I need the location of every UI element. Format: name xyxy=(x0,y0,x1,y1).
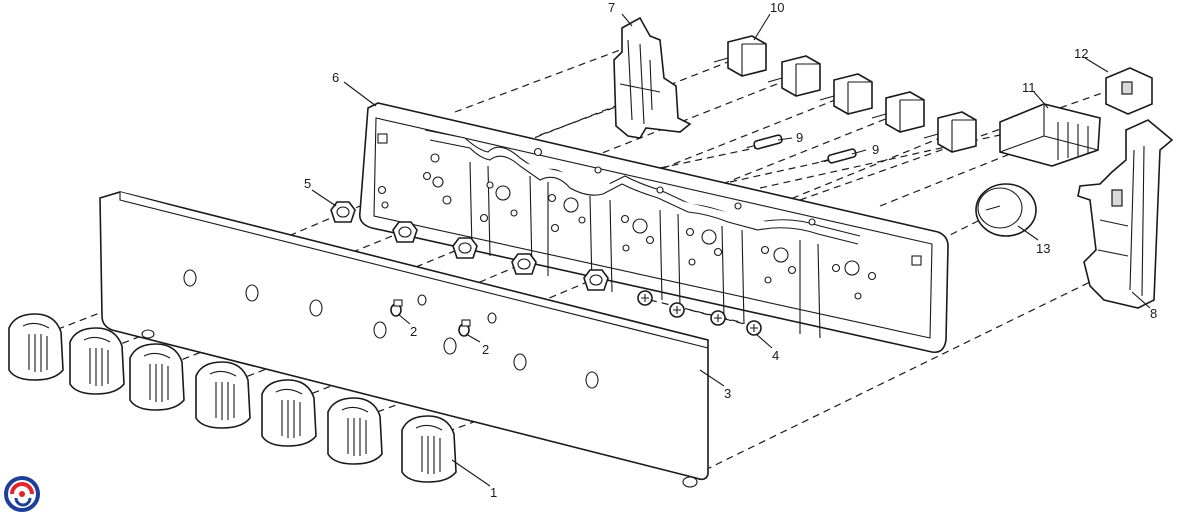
panel-screws xyxy=(637,290,762,336)
push-buttons xyxy=(390,294,497,337)
callout-10: 10 xyxy=(770,0,784,15)
callout-6: 6 xyxy=(332,70,339,85)
rotary-switches xyxy=(713,35,977,153)
callout-13: 13 xyxy=(1036,241,1050,256)
timer-dial xyxy=(975,183,1037,237)
callout-9a: 9 xyxy=(796,130,803,145)
front-fascia-panel xyxy=(99,191,709,488)
callout-2b: 2 xyxy=(482,342,489,357)
callout-11: 11 xyxy=(1022,80,1036,95)
control-panel-frame xyxy=(358,102,949,354)
left-mounting-bracket xyxy=(613,16,692,139)
callout-2a: 2 xyxy=(410,324,417,339)
callout-3: 3 xyxy=(724,386,731,401)
multi-function-selector xyxy=(999,103,1101,167)
callout-8: 8 xyxy=(1150,306,1157,321)
control-knobs xyxy=(8,313,457,483)
brand-swirl-icon xyxy=(4,476,40,512)
terminal-block xyxy=(1105,67,1153,115)
callout-1: 1 xyxy=(490,485,497,500)
indicator-lamps xyxy=(746,134,857,164)
panel-nuts xyxy=(330,201,609,291)
callout-7: 7 xyxy=(608,0,615,15)
callout-4: 4 xyxy=(772,348,779,363)
right-mounting-bracket xyxy=(1077,119,1174,309)
callout-labels: 1 2 2 3 4 5 6 7 8 9 9 10 11 12 13 xyxy=(304,0,1157,500)
callout-leaders xyxy=(311,13,1151,487)
callout-12: 12 xyxy=(1074,46,1088,61)
callout-9b: 9 xyxy=(872,142,879,157)
callout-5: 5 xyxy=(304,176,311,191)
